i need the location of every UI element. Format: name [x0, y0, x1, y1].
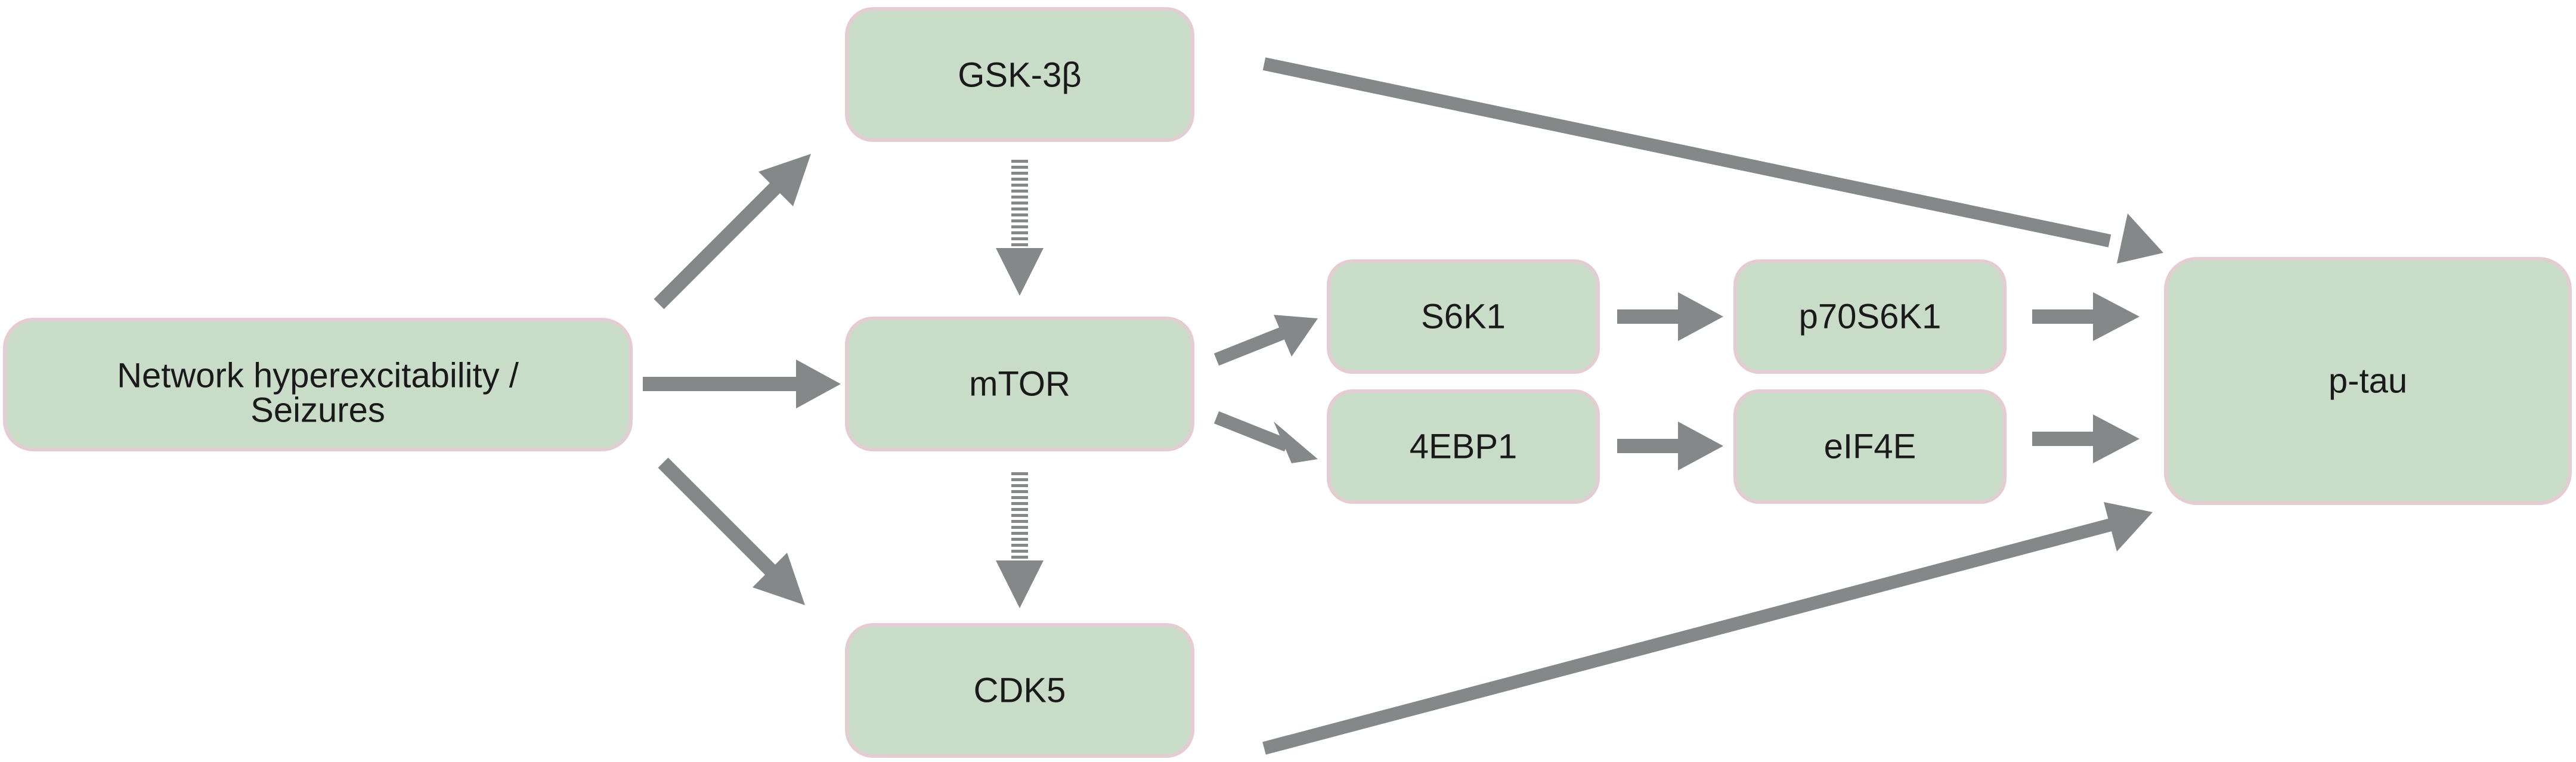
arrow-4ebp1-to-eif4e: [1617, 422, 1723, 470]
arrow-mtor-to-cdk5-dashed: [996, 472, 1044, 608]
arrow-p70s6k1-to-ptau: [2032, 292, 2140, 341]
node-s6k1: S6K1: [1327, 259, 1600, 374]
node-mtor-label: mTOR: [969, 365, 1070, 404]
node-ptau-label: p-tau: [2329, 362, 2407, 401]
node-cdk5-label: CDK5: [974, 671, 1066, 710]
arrow-layer: [643, 57, 2163, 755]
node-ptau: p-tau: [2164, 257, 2572, 505]
node-seizures-label-line2: Seizures: [250, 391, 385, 430]
node-layer: Network hyperexcitability / Seizures GSK…: [3, 7, 2572, 758]
node-p70s6k1: p70S6K1: [1733, 259, 2007, 374]
node-p70s6k1-label: p70S6K1: [1799, 298, 1942, 336]
arrow-seizures-to-cdk5: [658, 457, 805, 605]
node-s6k1-label: S6K1: [1421, 298, 1506, 336]
arrow-gsk3b-to-mtor-dashed: [996, 160, 1044, 296]
node-cdk5: CDK5: [845, 623, 1194, 758]
arrow-seizures-to-mtor: [643, 360, 841, 408]
node-eif4e: eIF4E: [1733, 389, 2007, 504]
arrow-eif4e-to-ptau: [2032, 414, 2140, 463]
arrow-gsk3b-to-ptau: [1262, 57, 2163, 264]
arrow-mtor-to-s6k1: [1213, 315, 1318, 366]
node-gsk3b-label: GSK-3β: [958, 56, 1081, 95]
node-mtor: mTOR: [845, 317, 1194, 451]
node-gsk3b: GSK-3β: [845, 7, 1194, 142]
node-4ebp1: 4EBP1: [1327, 389, 1600, 504]
arrow-mtor-to-4ebp1: [1213, 411, 1318, 463]
arrow-seizures-to-gsk3b: [654, 154, 811, 309]
node-4ebp1-label: 4EBP1: [1410, 428, 1518, 466]
arrow-cdk5-to-ptau: [1262, 502, 2153, 755]
node-eif4e-label: eIF4E: [1824, 428, 1916, 466]
node-seizures-label-line1: Network hyperexcitability /: [117, 357, 519, 395]
node-seizures: Network hyperexcitability / Seizures: [3, 318, 633, 451]
arrow-s6k1-to-p70s6k1: [1617, 292, 1723, 341]
